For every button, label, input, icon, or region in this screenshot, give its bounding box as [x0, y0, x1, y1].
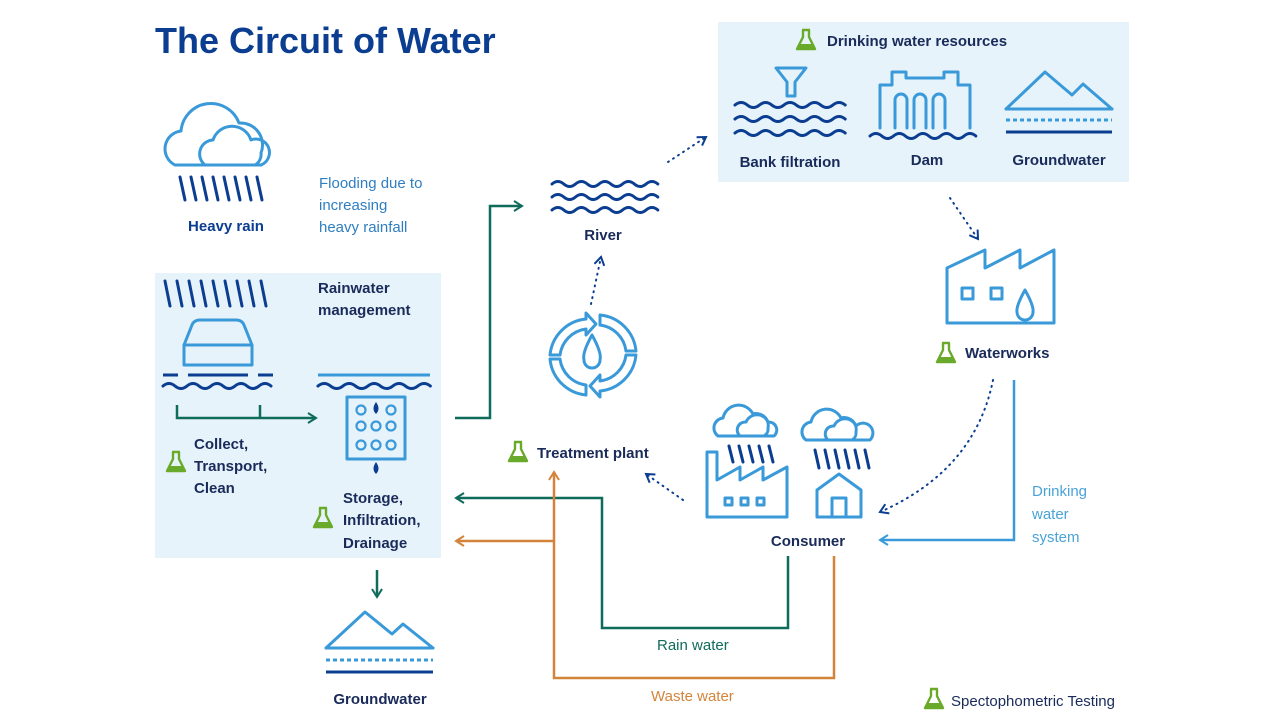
flask-icon — [507, 440, 529, 463]
dam-icon — [868, 70, 978, 140]
waterworks-to-consumer-arrow — [878, 379, 994, 515]
bank-filtration-icon — [733, 66, 847, 138]
storage-label: Storage, Infiltration, Drainage — [343, 490, 425, 552]
groundwater-bottom-label: Groundwater — [333, 691, 427, 708]
groundwater-resource-icon — [1004, 70, 1114, 134]
drinking-water-system-arrow — [878, 380, 1016, 546]
panel-to-river-arrow — [455, 200, 524, 420]
dam-label: Dam — [911, 152, 944, 169]
treatment-to-river-arrow — [590, 255, 606, 305]
river-waves-icon — [550, 180, 660, 214]
heavy-rain-icon — [163, 102, 271, 202]
collect-arrow — [175, 405, 318, 424]
treatment-plant-label: Treatment plant — [537, 445, 649, 462]
collect-label: Collect, Transport, Clean — [194, 436, 272, 497]
waterworks-icon — [945, 248, 1056, 325]
legend-label: Spectophometric Testing — [951, 693, 1115, 710]
treatment-plant-icon — [548, 311, 638, 399]
consumer-label: Consumer — [771, 533, 845, 550]
groundwater-resource-label: Groundwater — [1012, 152, 1106, 169]
river-to-resources-arrow — [667, 135, 708, 163]
storage-tank-icon — [345, 395, 407, 474]
bank-filtration-label: Bank filtration — [740, 154, 841, 171]
car-icon — [182, 318, 254, 367]
groundwater-bottom-icon — [324, 610, 435, 674]
rain-water-label: Rain water — [657, 637, 729, 654]
flask-icon — [923, 687, 945, 710]
rainwater-management-label: Rainwater management — [318, 280, 411, 319]
consumer-to-treatment-arrow — [644, 472, 684, 501]
drinking-resources-label: Drinking water resources — [827, 33, 1007, 50]
flask-icon — [935, 341, 957, 364]
waste-water-label: Waste water — [651, 688, 734, 705]
waterworks-label: Waterworks — [965, 345, 1049, 362]
page-title: The Circuit of Water — [155, 20, 496, 61]
waste-water-arrow — [548, 470, 836, 680]
drinking-water-system-label: Drinking water system — [1031, 483, 1091, 546]
river-label: River — [584, 227, 622, 244]
rain-streaks-icon — [163, 279, 268, 308]
resources-to-waterworks-arrow — [949, 197, 980, 241]
flooding-note: Flooding due to increasing heavy rainfal… — [319, 175, 427, 236]
consumer-house-icon — [800, 407, 875, 519]
consumer-factory-icon — [705, 403, 789, 519]
heavy-rain-label: Heavy rain — [188, 218, 264, 235]
